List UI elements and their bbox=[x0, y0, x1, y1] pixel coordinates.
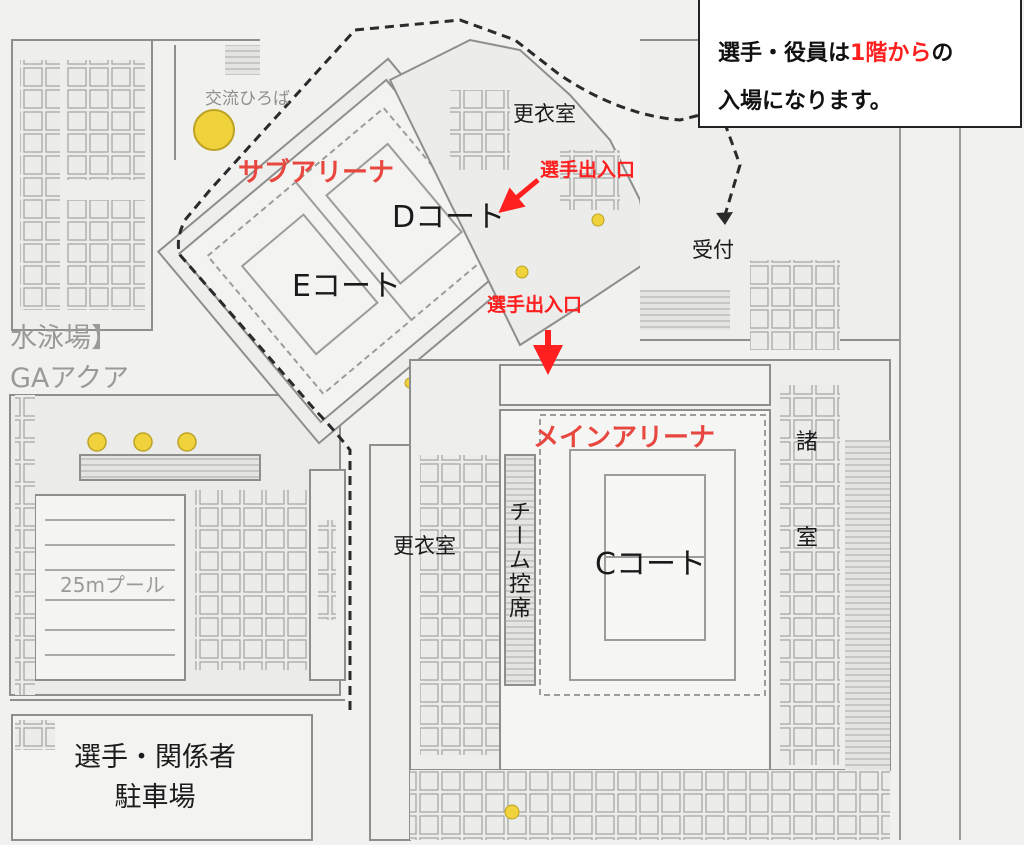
entry-notice-box: 選手・役員は1階からの 入場になります。 bbox=[698, 0, 1022, 128]
pool-marker-2 bbox=[133, 432, 153, 452]
main-arena-building bbox=[409, 359, 891, 840]
team-bench-label: チーム控席 bbox=[505, 500, 530, 620]
sub-entrance-arrow bbox=[498, 178, 540, 214]
parking-line-2: 駐車場 bbox=[114, 782, 196, 813]
notice-line-2: 入場になります。 bbox=[718, 89, 892, 114]
pool-building bbox=[9, 394, 345, 701]
various-rooms-label-1: 諸 bbox=[796, 430, 819, 455]
court-d-label: Dコート bbox=[392, 200, 506, 235]
sub-marker-1 bbox=[591, 213, 605, 227]
main-entrance-label: 選手出入口 bbox=[487, 294, 583, 316]
parking-area bbox=[11, 714, 313, 841]
changing-room-main-label: 更衣室 bbox=[393, 534, 456, 558]
reception-label: 受付 bbox=[692, 238, 734, 262]
plaza-label: 交流ひろば bbox=[205, 89, 290, 109]
pool-marker-1 bbox=[87, 432, 107, 452]
sub-marker-2 bbox=[515, 265, 529, 279]
court-e-label: Eコート bbox=[292, 269, 401, 304]
sub-entrance-label: 選手出入口 bbox=[540, 159, 636, 181]
left-building-block bbox=[11, 39, 260, 331]
plaza-marker bbox=[193, 109, 235, 151]
parking-label: 選手・関係者 駐車場 bbox=[40, 738, 270, 818]
main-arena-label: メインアリーナ bbox=[533, 423, 716, 453]
entry-route-boundary bbox=[176, 18, 742, 710]
notice-text-1: 選手・役員は bbox=[718, 41, 851, 66]
parking-line-1: 選手・関係者 bbox=[74, 742, 236, 773]
pool-marker-3 bbox=[177, 432, 197, 452]
changing-room-top-label: 更衣室 bbox=[513, 102, 576, 126]
notice-highlight: 1階から bbox=[850, 41, 932, 66]
pool-25m-label: 25mプール bbox=[60, 573, 165, 597]
court-c-label: Cコート bbox=[595, 547, 706, 582]
various-rooms-label-2: 室 bbox=[796, 526, 819, 551]
main-marker bbox=[504, 804, 520, 820]
notice-text-2: の bbox=[931, 41, 954, 66]
route-arrowhead bbox=[716, 212, 733, 225]
sub-arena-label: サブアリーナ bbox=[238, 158, 395, 188]
swim-facility-label: 水泳場】 bbox=[10, 323, 118, 354]
notice-line-1: 選手・役員は1階からの bbox=[718, 30, 1020, 78]
aqua-label: GAアクア bbox=[10, 363, 130, 394]
